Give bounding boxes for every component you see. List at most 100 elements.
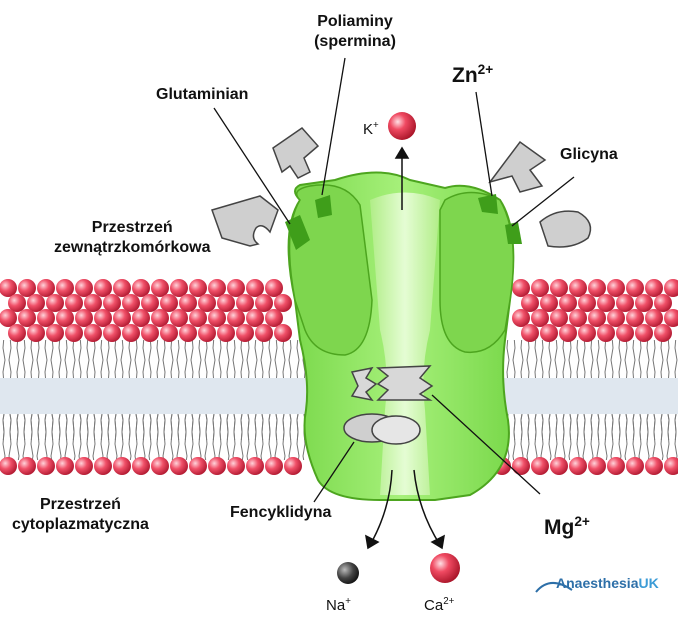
poliaminy-line1: Poliaminy — [290, 12, 420, 32]
lipid-head — [645, 279, 663, 297]
lipid-head — [113, 457, 131, 475]
polyamine-ligand-icon — [273, 128, 318, 178]
lipid-head — [189, 457, 207, 475]
lipid-head — [597, 324, 615, 342]
lipid-head — [189, 309, 207, 327]
lipid-head — [654, 294, 672, 312]
ca-base: Ca — [424, 597, 443, 614]
zinc-ligand-icon — [490, 142, 545, 192]
lipid-head — [227, 457, 245, 475]
lipid-head — [37, 309, 55, 327]
lipid-head — [170, 457, 188, 475]
lipid-head — [265, 457, 283, 475]
lipid-head — [645, 457, 663, 475]
lipid-head — [46, 324, 64, 342]
ca-influx-arrowhead — [432, 536, 444, 548]
lipid-head — [27, 294, 45, 312]
lipid-head — [75, 309, 93, 327]
lipid-head — [208, 309, 226, 327]
lipid-head — [645, 309, 663, 327]
lipid-head — [217, 294, 235, 312]
lipid-head — [8, 294, 26, 312]
lipid-head — [635, 324, 653, 342]
na-ion-label: Na+ — [326, 592, 351, 616]
lipid-head — [198, 294, 216, 312]
lipid-head — [274, 294, 292, 312]
lipid-head — [664, 309, 678, 327]
lipid-head — [84, 294, 102, 312]
lipid-head — [664, 279, 678, 297]
lipid-head — [208, 457, 226, 475]
lipid-head — [569, 457, 587, 475]
lipid-head — [616, 294, 634, 312]
lipid-head — [597, 294, 615, 312]
lipid-head — [550, 279, 568, 297]
zn-base: Zn — [452, 64, 478, 87]
lipid-head — [531, 457, 549, 475]
poliaminy-line2: (spermina) — [290, 32, 420, 52]
lipid-head — [540, 324, 558, 342]
zn-label: Zn2+ — [452, 60, 493, 86]
poliaminy-leader — [322, 58, 345, 195]
phencyclidine-icon-2 — [372, 416, 420, 444]
lipid-head — [512, 457, 530, 475]
lipid-head — [132, 279, 150, 297]
lipid-head — [37, 457, 55, 475]
anaesthesia-uk-logo: AnaesthesiaUK — [556, 575, 659, 591]
ca-sup: 2+ — [443, 596, 454, 607]
lipid-head — [113, 279, 131, 297]
lipid-head — [607, 279, 625, 297]
lipid-head — [122, 294, 140, 312]
cyto-line2: cytoplazmatyczna — [12, 515, 149, 535]
mg-label: Mg2+ — [544, 512, 590, 538]
lipid-head — [236, 324, 254, 342]
logo-main: Anaesthesia — [556, 575, 638, 591]
fencyklidyna-label: Fencyklidyna — [230, 503, 331, 523]
lipid-head — [198, 324, 216, 342]
extra-line2: zewnątrzkomórkowa — [54, 238, 210, 258]
lipid-head — [265, 309, 283, 327]
lipid-head — [65, 294, 83, 312]
lipid-head — [227, 279, 245, 297]
glicyna-label: Glicyna — [560, 145, 618, 165]
lipid-head — [18, 457, 36, 475]
glutamate-ligand-icon — [212, 196, 278, 246]
cyto-line1: Przestrzeń — [12, 495, 149, 515]
lipid-head — [84, 324, 102, 342]
lipid-head — [151, 279, 169, 297]
lipid-head — [18, 279, 36, 297]
lipid-head — [151, 457, 169, 475]
lipid-head — [246, 457, 264, 475]
mg-sup: 2+ — [574, 514, 590, 529]
k-base: K — [363, 121, 373, 138]
lipid-head — [550, 457, 568, 475]
lipid-head — [531, 279, 549, 297]
lipid-head — [265, 279, 283, 297]
lipid-head — [626, 457, 644, 475]
lipid-head — [550, 309, 568, 327]
lipid-head — [578, 294, 596, 312]
channel-right-lobe — [440, 193, 513, 353]
lipid-head — [246, 279, 264, 297]
lipid-head — [65, 324, 83, 342]
lipid-head — [75, 457, 93, 475]
lipid-head — [103, 294, 121, 312]
mg-base: Mg — [544, 516, 574, 539]
lipid-head — [160, 324, 178, 342]
lipid-head — [255, 324, 273, 342]
ca-ion-label: Ca2+ — [424, 592, 454, 616]
lipid-head — [94, 457, 112, 475]
glutaminian-label: Glutaminian — [156, 85, 248, 105]
lipid-head — [179, 324, 197, 342]
lipid-head — [512, 309, 530, 327]
lipid-head — [27, 324, 45, 342]
zn-sup: 2+ — [478, 62, 494, 77]
k-sup: + — [373, 120, 379, 131]
lipid-head — [37, 279, 55, 297]
k-efflux-arrowhead — [396, 148, 408, 158]
lipid-head — [217, 324, 235, 342]
lipid-head — [607, 309, 625, 327]
lipid-head — [0, 279, 17, 297]
na-sup: + — [345, 596, 351, 607]
logo-suffix: UK — [638, 575, 658, 591]
